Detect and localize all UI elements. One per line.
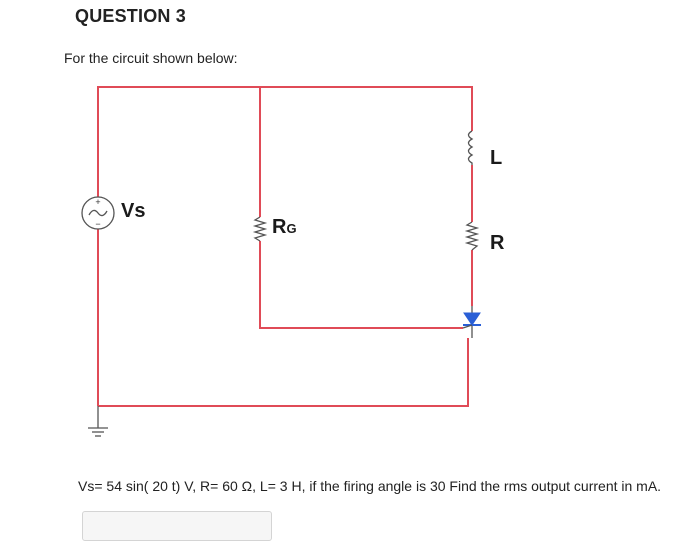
resistor-rg [252, 216, 268, 242]
source-minus-sign: − [95, 219, 100, 229]
wire-top [97, 86, 473, 197]
resistor-label: R [490, 232, 505, 254]
inductor-label: L [490, 147, 502, 169]
question-intro: For the circuit shown below: [64, 50, 238, 66]
ground-symbol [88, 406, 108, 437]
resistor-r [464, 221, 480, 251]
answer-input[interactable] [82, 511, 272, 541]
circuit-diagram: + − Vs RG L R [81, 86, 505, 437]
source-label: Vs [121, 200, 145, 222]
ac-source: + − [81, 196, 115, 230]
question-title: QUESTION 3 [75, 6, 187, 26]
inductor-l [467, 130, 474, 165]
problem-statement: Vs= 54 sin( 20 t) V, R= 60 Ω, L= 3 H, if… [78, 478, 662, 494]
source-plus-sign: + [95, 197, 100, 207]
thyristor [462, 306, 481, 338]
wire-rg-bottom [259, 241, 463, 329]
circuit-wires [97, 86, 473, 407]
rg-label: RG [272, 216, 297, 238]
wire-bottom [98, 338, 469, 407]
